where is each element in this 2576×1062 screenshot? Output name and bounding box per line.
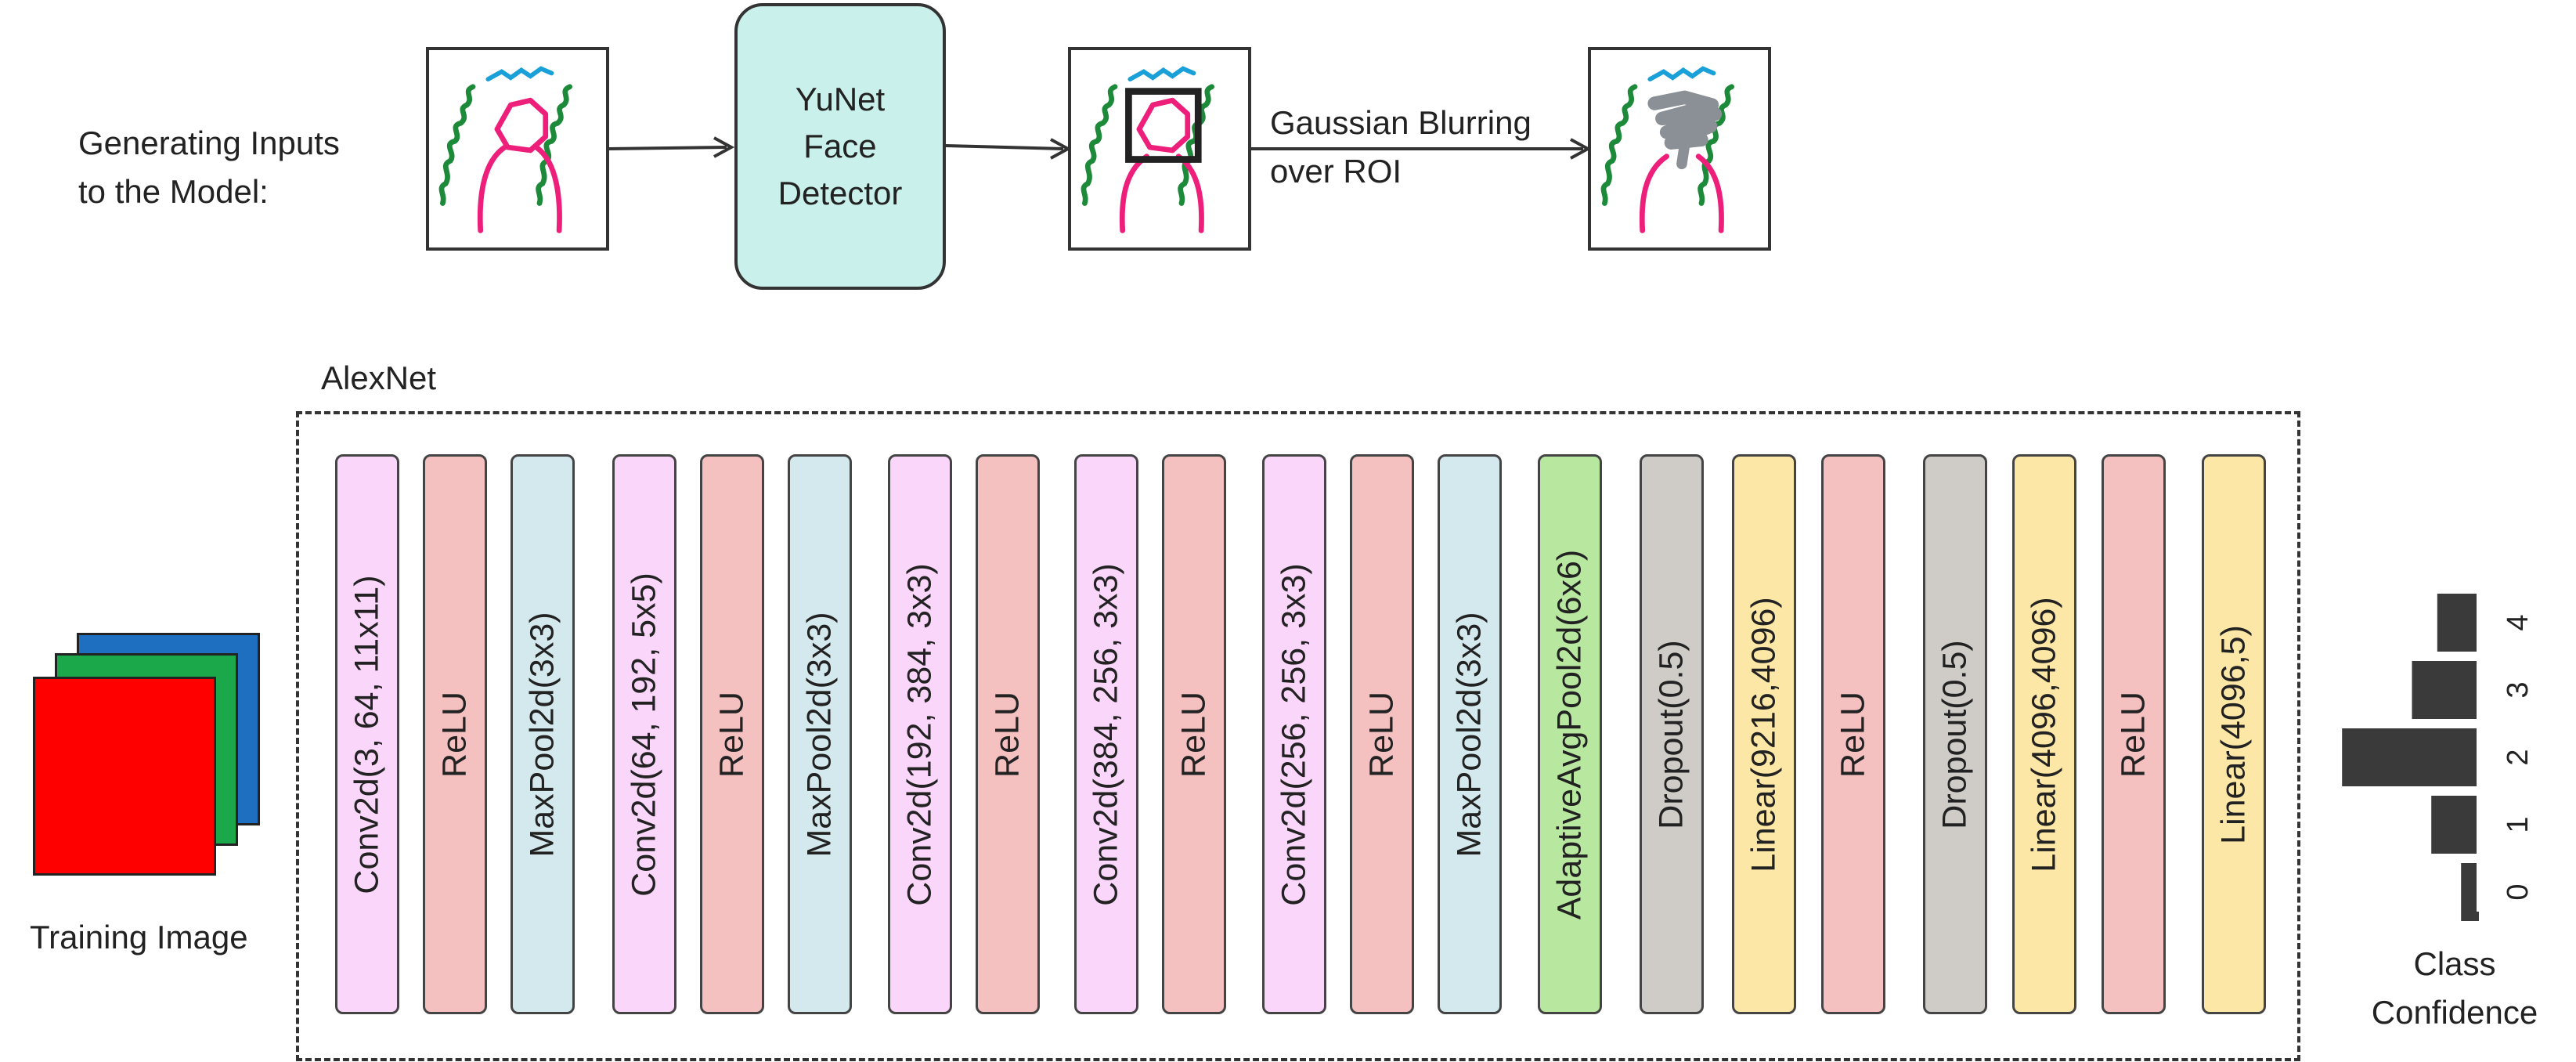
layer-label: Linear(4096,5) — [2214, 624, 2253, 844]
layer-conv: Conv2d(384, 256, 3x3) — [1074, 454, 1138, 1014]
yunet-face-detector-box: YuNet Face Detector — [734, 3, 946, 290]
layer-relu: ReLU — [1350, 454, 1414, 1014]
layer-label: Conv2d(3, 64, 11x11) — [348, 574, 386, 894]
layer-label: Dropout(0.5) — [1936, 639, 1974, 829]
class-bar-4 — [2437, 594, 2479, 652]
layer-label: MaxPool2d(3x3) — [800, 611, 839, 858]
layer-label: MaxPool2d(3x3) — [1450, 611, 1488, 858]
class-tick-label: 2 — [2502, 749, 2535, 765]
layer-label: Conv2d(64, 192, 5x5) — [625, 572, 663, 897]
training-image-label: Training Image — [30, 919, 248, 955]
layer-label: ReLU — [1362, 691, 1401, 778]
layer-label: MaxPool2d(3x3) — [523, 611, 561, 858]
training-image-stack — [31, 627, 266, 885]
layer-avg: AdaptiveAvgPool2d(6x6) — [1538, 454, 1602, 1014]
blur-label: Gaussian Blurring over ROI — [1270, 104, 1532, 190]
layer-pool: MaxPool2d(3x3) — [511, 454, 575, 1014]
layer-lin: Linear(4096,5) — [2202, 454, 2266, 1014]
layer-conv: Conv2d(256, 256, 3x3) — [1262, 454, 1326, 1014]
class-bar-0 — [2461, 863, 2479, 921]
layer-label: ReLU — [713, 691, 751, 778]
layer-relu: ReLU — [700, 454, 764, 1014]
layer-label: Conv2d(192, 384, 3x3) — [900, 562, 939, 906]
alexnet-frame — [296, 411, 2300, 1061]
class-confidence-histogram: 0 1 2 3 4 — [2342, 564, 2535, 921]
layer-relu: ReLU — [1162, 454, 1226, 1014]
layer-lin: Linear(9216,4096) — [1732, 454, 1796, 1014]
alexnet-title: AlexNet — [321, 359, 437, 396]
layer-label: Conv2d(256, 256, 3x3) — [1275, 562, 1313, 906]
layer-pool: MaxPool2d(3x3) — [1438, 454, 1502, 1014]
channel-red — [33, 677, 216, 876]
layer-relu: ReLU — [1821, 454, 1885, 1014]
layer-label: ReLU — [1174, 691, 1213, 778]
layer-label: ReLU — [1834, 691, 1872, 778]
layer-pool: MaxPool2d(3x3) — [788, 454, 852, 1014]
layer-label: AdaptiveAvgPool2d(6x6) — [1550, 549, 1589, 919]
class-tick-label: 4 — [2502, 614, 2535, 630]
class-tick-label: 0 — [2502, 883, 2535, 900]
class-bar-2 — [2342, 728, 2479, 786]
layer-label: ReLU — [988, 691, 1026, 778]
layer-label: ReLU — [435, 691, 474, 778]
layer-conv: Conv2d(3, 64, 11x11) — [335, 454, 399, 1014]
input-sketch-image — [426, 47, 609, 251]
layer-relu: ReLU — [423, 454, 487, 1014]
layer-relu: ReLU — [976, 454, 1040, 1014]
layer-label: Dropout(0.5) — [1652, 639, 1690, 829]
blurred-face-sketch — [1588, 47, 1771, 251]
arrow-2 — [946, 138, 1072, 160]
layer-relu: ReLU — [2102, 454, 2166, 1014]
layer-drop: Dropout(0.5) — [1923, 454, 1987, 1014]
layer-label: Conv2d(384, 256, 3x3) — [1087, 562, 1125, 906]
class-confidence-label: Class Confidence — [2371, 945, 2538, 1031]
arrow-1 — [609, 136, 735, 158]
detected-face-sketch — [1068, 47, 1251, 251]
class-tick-label: 1 — [2502, 816, 2535, 833]
pipeline-intro-label: Generating Inputs to the Model: — [78, 125, 340, 210]
layer-label: Linear(4096,4096) — [2025, 596, 2063, 872]
layer-conv: Conv2d(192, 384, 3x3) — [888, 454, 952, 1014]
class-tick-label: 3 — [2502, 681, 2535, 698]
layer-lin: Linear(4096,4096) — [2012, 454, 2076, 1014]
layer-conv: Conv2d(64, 192, 5x5) — [612, 454, 676, 1014]
layer-label: ReLU — [2114, 691, 2152, 778]
layer-drop: Dropout(0.5) — [1640, 454, 1704, 1014]
layer-label: Linear(9216,4096) — [1744, 596, 1783, 872]
class-bar-3 — [2412, 661, 2479, 719]
class-bar-1 — [2431, 796, 2479, 854]
detector-label: YuNet Face Detector — [777, 81, 903, 211]
